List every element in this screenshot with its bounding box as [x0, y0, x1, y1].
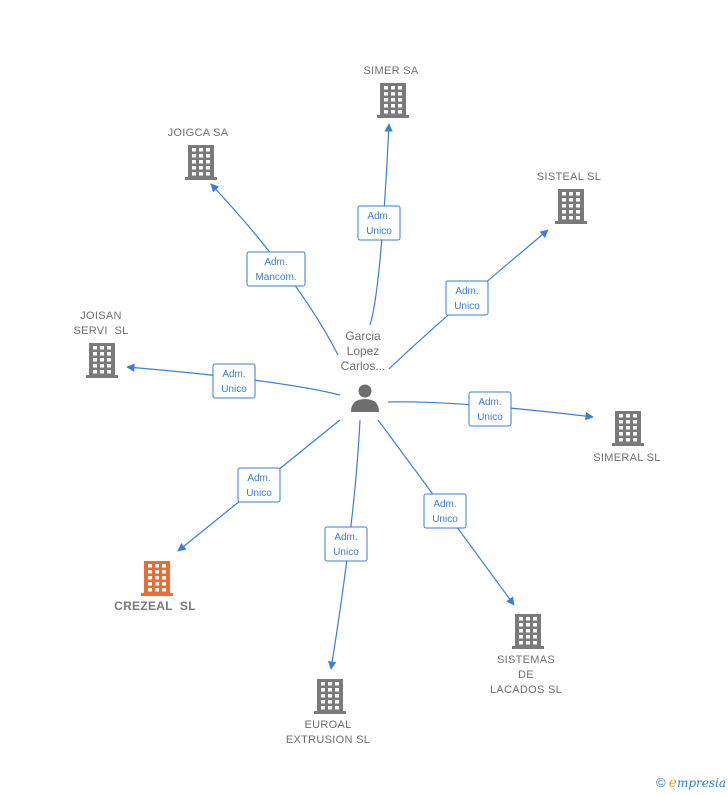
relation-label-joisan[interactable]: Adm. Unico: [212, 363, 256, 399]
relation-label-text: Unico: [366, 226, 392, 237]
relation-label-text: Unico: [454, 301, 480, 312]
relation-label-crezeal[interactable]: Adm. Unico: [237, 467, 281, 503]
company-label-crezeal[interactable]: CREZEAL SL: [114, 599, 196, 613]
company-label-euroal[interactable]: EUROAL: [304, 719, 351, 731]
relation-label-euroal[interactable]: Adm. Unico: [324, 526, 368, 562]
person-name-line: Carlos...: [341, 359, 386, 373]
copyright-symbol: ©: [656, 775, 666, 790]
relation-label-text: Adm.: [247, 473, 270, 484]
building-icon[interactable]: [86, 343, 118, 378]
relation-label-text: Adm.: [264, 257, 287, 268]
company-label-simer[interactable]: SIMER SA: [364, 65, 419, 77]
brand-logo-letter: e: [668, 775, 677, 791]
relation-label-text: Adm.: [433, 499, 456, 510]
relation-label-text: Unico: [333, 547, 359, 558]
relation-edge-joisan: [126, 363, 341, 396]
building-icon[interactable]: [555, 189, 587, 224]
relation-label-simeral[interactable]: Adm. Unico: [468, 391, 512, 427]
company-label-joigca[interactable]: JOIGCA SA: [168, 127, 229, 139]
building-icon[interactable]: [612, 411, 644, 446]
relation-label-sistemas[interactable]: Adm. Unico: [423, 493, 467, 529]
person-icon[interactable]: [351, 384, 379, 413]
building-icon[interactable]: [141, 561, 173, 596]
building-icon[interactable]: [185, 145, 217, 180]
person-name-line: Lopez: [347, 344, 380, 358]
brand-name: mpresia: [676, 776, 726, 790]
relation-label-sisteal[interactable]: Adm. Unico: [445, 280, 489, 316]
company-label-joisan[interactable]: SERVI SL: [73, 325, 128, 337]
building-icon[interactable]: [512, 614, 544, 649]
relation-label-text: Mancom.: [255, 272, 296, 283]
company-label-simeral[interactable]: SIMERAL SL: [593, 452, 660, 464]
company-label-joisan[interactable]: JOISAN: [80, 310, 122, 322]
relation-label-text: Unico: [477, 412, 503, 423]
relation-label-text: Adm.: [478, 397, 501, 408]
relation-label-text: Unico: [221, 384, 247, 395]
building-icon[interactable]: [377, 83, 409, 118]
company-label-sisteal[interactable]: SISTEAL SL: [537, 171, 601, 183]
relation-label-text: Adm.: [222, 369, 245, 380]
company-label-sistemas[interactable]: DE: [518, 669, 534, 681]
building-icon[interactable]: [314, 679, 346, 714]
relation-label-text: Adm.: [367, 211, 390, 222]
relation-label-simer[interactable]: Adm. Unico: [357, 205, 401, 241]
relation-label-text: Adm.: [334, 532, 357, 543]
company-label-sistemas[interactable]: SISTEMAS: [497, 654, 555, 666]
relation-edge-simer: [369, 123, 393, 326]
company-label-euroal[interactable]: EXTRUSION SL: [286, 734, 370, 746]
relation-label-text: Unico: [432, 514, 458, 525]
company-label-sistemas[interactable]: LACADOS SL: [490, 684, 562, 696]
person-name-line: Garcia: [345, 329, 381, 343]
relation-label-joigca[interactable]: Adm. Mancom.: [246, 251, 306, 287]
brand-watermark: ©empresia: [656, 775, 726, 791]
relation-label-text: Unico: [246, 488, 272, 499]
relation-label-text: Adm.: [455, 286, 478, 297]
